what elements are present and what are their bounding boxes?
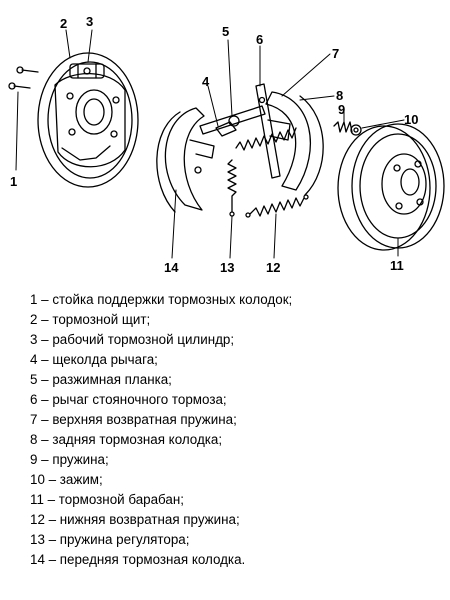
wheel-cylinder <box>69 63 105 79</box>
legend-item: 9 – пружина; <box>30 452 109 467</box>
legend-item: 14 – передняя тормозная колодка. <box>30 552 246 567</box>
parking-brake-lever <box>255 83 281 179</box>
small-spring <box>333 121 353 133</box>
backing-plate <box>37 52 139 188</box>
callout-5: 5 <box>222 24 229 39</box>
parts-legend: 1 – стойка поддержки тормозных колодок; … <box>30 290 445 570</box>
upper-return-spring <box>235 127 297 151</box>
callout-13: 13 <box>220 260 234 275</box>
legend-item: 7 – верхняя возвратная пружина; <box>30 412 237 427</box>
adjuster-spring <box>227 159 237 217</box>
retaining-clip <box>350 124 362 136</box>
callout-10: 10 <box>404 112 418 127</box>
lower-return-spring <box>245 194 309 218</box>
legend-item: 10 – зажим; <box>30 472 103 487</box>
callout-7: 7 <box>332 46 339 61</box>
strut-bar <box>199 105 266 135</box>
callout-12: 12 <box>266 260 280 275</box>
callout-3: 3 <box>86 14 93 29</box>
callout-4: 4 <box>202 74 210 89</box>
callout-9: 9 <box>338 102 345 117</box>
brake-drum <box>337 123 445 251</box>
legend-item: 4 – щеколда рычага; <box>30 352 158 367</box>
callout-2: 2 <box>60 16 67 31</box>
legend-item: 13 – пружина регулятора; <box>30 532 190 547</box>
callout-11: 11 <box>390 258 404 273</box>
front-brake-shoe <box>156 107 215 213</box>
legend-item: 8 – задняя тормозная колодка; <box>30 432 223 447</box>
legend-item: 3 – рабочий тормозной цилиндр; <box>30 332 235 347</box>
shoe-support-pins <box>8 66 39 90</box>
callout-8: 8 <box>336 88 343 103</box>
callout-14: 14 <box>164 260 179 275</box>
legend-item: 12 – нижняя возвратная пружина; <box>30 512 240 527</box>
legend-item: 5 – разжимная планка; <box>30 372 172 387</box>
brake-assembly-diagram: 1 2 3 4 5 6 7 8 9 10 11 12 13 14 <box>0 0 450 280</box>
callout-6: 6 <box>256 32 263 47</box>
callout-1: 1 <box>10 174 17 189</box>
legend-item: 11 – тормозной барабан; <box>30 492 184 507</box>
legend-item: 2 – тормозной щит; <box>30 312 151 327</box>
legend-item: 6 – рычаг стояночного тормоза; <box>30 392 227 407</box>
leader-lines <box>15 29 405 259</box>
lever-latch <box>215 121 237 137</box>
legend-item: 1 – стойка поддержки тормозных колодок; <box>30 292 293 307</box>
